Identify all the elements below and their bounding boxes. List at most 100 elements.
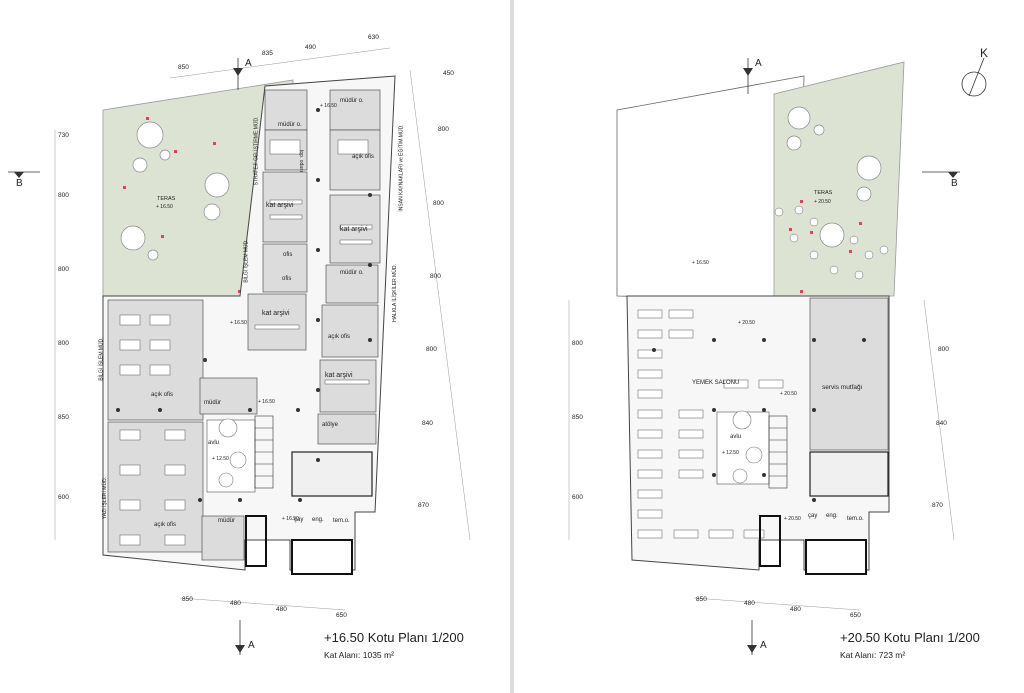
dept-strateji: STRATEJİ GELİŞTİRME MÜD. (253, 116, 260, 186)
dim-bottom-3: 480 (790, 606, 801, 613)
dimension-lines (568, 299, 955, 611)
room-kat-arsivi-2: kat arşivi (340, 226, 368, 233)
plan-title-left: +16.50 Kotu Planı 1/200 (324, 630, 464, 645)
room-kat-arsivi-4: kat arşivi (325, 372, 353, 379)
level-1: + 16.50 (320, 103, 337, 109)
dim-bottom-2: 480 (230, 600, 241, 607)
room-ofis-1: ofis (283, 252, 293, 258)
dim-left-3: 600 (572, 494, 583, 501)
office-wings (107, 89, 381, 561)
dim-right-6: 840 (422, 420, 433, 427)
dim-left-2: 800 (58, 192, 69, 199)
columns (116, 108, 372, 502)
room-ofis-2: ofis (282, 276, 292, 282)
room-mudur-2: müdür (218, 518, 236, 524)
dim-left-5: 850 (58, 414, 69, 421)
dim-bottom-4: 650 (336, 612, 347, 619)
courtyard-trees (732, 410, 763, 484)
dimension-lines (54, 47, 471, 611)
section-b: B (951, 178, 958, 189)
dept-bilgi-islem-2: BİLGİ İŞLEM MÜD. (98, 337, 105, 381)
terrace-label: TERAS (814, 190, 833, 196)
room-acik-ofis-2: açık ofis (328, 334, 351, 340)
section-a-bottom: A (760, 640, 767, 651)
room-mudur-o-2: müdür o. (340, 270, 364, 276)
dept-bilgi-islem-1: BİLGİ İŞLEM MÜD. (243, 239, 250, 283)
room-avlu: avlu (730, 434, 742, 440)
room-eng: eng. (826, 513, 838, 519)
room-mudur-o-1: müdür o. (278, 122, 302, 128)
desks (119, 139, 373, 546)
dim-top-2: 835 (262, 50, 273, 57)
room-mudur-o-top: müdür o. (340, 98, 364, 104)
elevator (245, 515, 267, 567)
dim-bottom-1: 850 (696, 596, 707, 603)
left-sheet: A A B 850 835 490 630 450 800 800 800 80… (0, 0, 510, 693)
stairs (254, 415, 274, 489)
room-acik-ofis-4: açık ofis (154, 522, 177, 528)
dept-yazi-isleri: YAZI İŞLERİ MÜD. (102, 476, 109, 520)
level-3: + 12.50 (722, 450, 739, 456)
dim-top-3: 490 (305, 44, 316, 51)
dim-left-4: 800 (58, 340, 69, 347)
dim-top-1: 850 (178, 64, 189, 71)
room-kat-arsivi-3: kat arşivi (262, 310, 290, 317)
section-a-top: A (755, 58, 762, 69)
plan-20-50-drawing (568, 57, 987, 655)
plan-area-right: Kat Alanı: 723 m² (840, 650, 906, 660)
section-a-bottom: A (248, 640, 255, 651)
terrace-level: + 16.50 (156, 204, 173, 210)
plan-area-left: Kat Alanı: 1035 m² (324, 650, 394, 660)
elevator (759, 515, 781, 567)
room-yemek-salonu: YEMEK SALONU (692, 380, 740, 386)
wc-block (809, 451, 889, 497)
terrace-trees (786, 106, 882, 248)
dim-bottom-1: 850 (182, 596, 193, 603)
stairs (768, 415, 788, 489)
section-marks (743, 58, 960, 655)
dim-bottom-4: 650 (850, 612, 861, 619)
dim-right-2: 840 (936, 420, 947, 427)
wc-block (291, 451, 373, 497)
roof-level: + 16.50 (692, 260, 709, 266)
dim-left-1: 800 (572, 340, 583, 347)
dept-halkla: HALKLA İLİŞKİLER MÜD. (391, 264, 398, 322)
north-arrow (961, 57, 987, 97)
section-b: B (16, 178, 23, 189)
room-acik-ofis-1: açık ofis (352, 154, 375, 160)
dim-top-4: 630 (368, 34, 379, 41)
room-atolye: atölye (322, 422, 339, 428)
core-stair (805, 539, 867, 575)
sheet-divider (510, 0, 514, 693)
room-avlu: avlu (208, 440, 220, 446)
terrace-area (773, 61, 905, 297)
dim-left-1: 730 (58, 132, 69, 139)
dim-right-2: 800 (438, 126, 449, 133)
plan-title-right: +20.50 Kotu Planı 1/200 (840, 630, 980, 645)
dim-left-2: 850 (572, 414, 583, 421)
terrace-seats (123, 117, 241, 293)
terrace-trees (120, 121, 230, 261)
core-stair (291, 539, 353, 575)
level-1: + 20.50 (738, 320, 755, 326)
dim-right-5: 800 (426, 346, 437, 353)
plan-16-50-drawing (8, 47, 471, 655)
level-3: + 16.50 (258, 399, 275, 405)
dept-insan: İNSAN KAYNAKLARI ve EĞİTİM MÜD. (398, 124, 405, 212)
dim-bottom-3: 480 (276, 606, 287, 613)
level-2: + 16.50 (230, 320, 247, 326)
level-2: + 20.50 (780, 391, 797, 397)
section-a-top: A (245, 58, 252, 69)
dim-right-7: 870 (418, 502, 429, 509)
room-servis-mutfagi: servis mutfağı (822, 384, 863, 391)
room-toplanti: top. odası (297, 150, 304, 172)
room-acik-ofis-3: açık ofis (151, 392, 174, 398)
level-4: + 16.50 (282, 516, 299, 522)
courtyard-trees (218, 418, 247, 488)
dim-right-4: 800 (430, 273, 441, 280)
terrace-level: + 20.50 (814, 199, 831, 205)
right-sheet: A A B K 800 840 870 800 850 600 850 480 … (514, 0, 1024, 693)
service-kitchen (809, 297, 889, 451)
room-cay: çay (808, 513, 818, 519)
level-4: + 20.50 (784, 516, 801, 522)
